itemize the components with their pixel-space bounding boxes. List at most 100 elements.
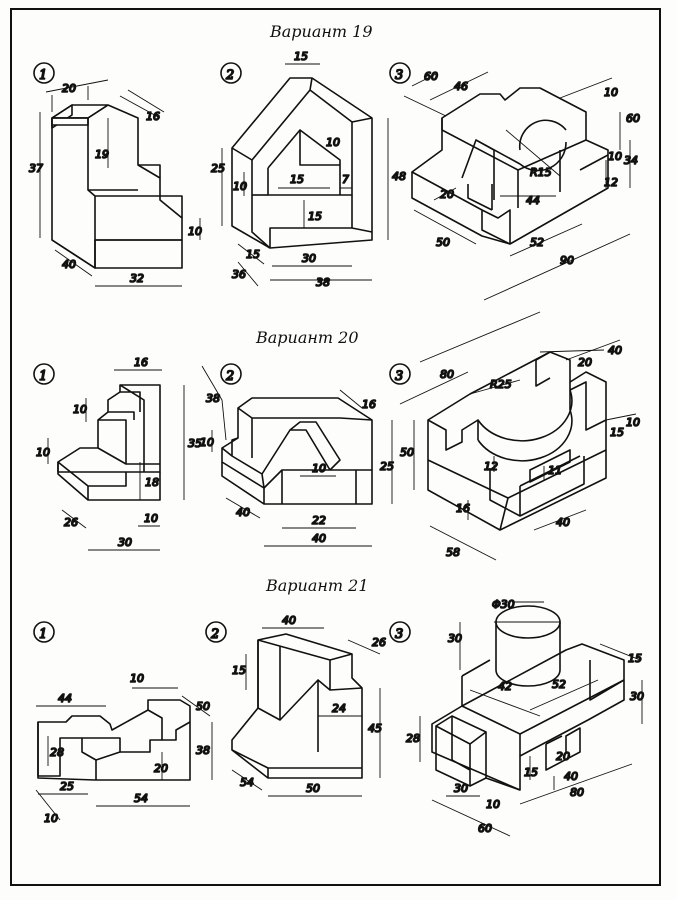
v21-part2-dim-5: 54	[240, 776, 254, 789]
v20-part2-dim-6: 22	[312, 514, 326, 527]
v21-part1-dim-1: 10	[130, 672, 144, 685]
v21-part3-dim-11: 10	[486, 798, 500, 811]
v19-part2-dim-10: 36	[232, 268, 246, 281]
v21-part3-dim-12: 80	[570, 786, 584, 799]
v20-part3-dim-9: 16	[456, 502, 470, 515]
v21-part2-number: 2	[210, 627, 219, 642]
v19-part1-dim-5: 40	[62, 258, 76, 271]
v19-part2-dim-9: 15	[246, 248, 260, 261]
v20-part1-number-circle	[33, 363, 55, 385]
v19-part2-dim-11: 38	[316, 276, 330, 289]
v21-part3-dim-5: 30	[630, 690, 644, 703]
v19-part1-dim-2: 19	[95, 148, 109, 161]
v19-part3-dim-2: 10	[604, 86, 618, 99]
v20-part1-dim-0: 16	[134, 356, 148, 369]
v19-part1-dim-3: 37	[29, 162, 43, 175]
v20-part3-dim-3: 40	[608, 344, 622, 357]
v21-part1-dim-6: 25	[60, 780, 74, 793]
v20-part2-dim-5: 40	[236, 506, 250, 519]
v19-part1-dim-0: 20	[62, 82, 76, 95]
v21-part2-dim-6: 50	[306, 782, 320, 795]
v20-part2-drawing	[201, 363, 393, 547]
v21-part3-drawing	[389, 601, 643, 837]
v19-part3-dim-0: 60	[424, 70, 438, 83]
v21-part1-drawing	[33, 621, 213, 821]
v21-part3-dim-1: 30	[448, 632, 462, 645]
v20-part3-dim-2: 20	[578, 356, 592, 369]
v20-part3-dim-8: 11	[548, 464, 562, 477]
v19-part2-dim-7: 15	[308, 210, 322, 223]
v19-part1-number: 1	[39, 68, 47, 83]
v21-part3-dim-4: 52	[552, 678, 566, 691]
v20-part1-number: 1	[39, 369, 47, 384]
v19-part3-dim-12: 90	[560, 254, 574, 267]
v20-part3-number: 3	[395, 369, 403, 384]
v20-part2-number: 2	[225, 369, 234, 384]
v20-part2-dim-7: 40	[312, 532, 326, 545]
v19-part2-dim-2: 25	[211, 162, 225, 175]
v19-part1-number-circle	[33, 62, 55, 84]
v21-part2-dim-3: 24	[332, 702, 346, 715]
v21-part3-dim-7: 15	[524, 766, 538, 779]
v21-part3-dim-6: 28	[406, 732, 420, 745]
variant-19-title: Вариант 19	[270, 22, 373, 41]
v21-part1-number: 1	[39, 627, 47, 642]
v21-part1-dim-2: 50	[196, 700, 210, 713]
v20-part3-dim-4: 50	[400, 446, 414, 459]
v20-part1-dim-5: 26	[64, 516, 78, 529]
v19-part1-dim-1: 16	[146, 110, 160, 123]
v20-part3-dim-11: 40	[556, 516, 570, 529]
v21-part1-number-circle	[33, 621, 55, 643]
v20-part1-dim-3: 35	[188, 437, 202, 450]
v21-part3-dim-8: 20	[556, 750, 570, 763]
v19-part2-number-circle	[220, 62, 242, 84]
v21-part3-dim-0: Φ30	[492, 598, 515, 611]
v20-part3-drawing	[389, 311, 637, 561]
v21-part3-dim-9: 40	[564, 770, 578, 783]
v21-part3-dim-10: 30	[454, 782, 468, 795]
v21-part1-dim-4: 38	[196, 744, 210, 757]
v19-part3-drawing	[389, 62, 631, 301]
v19-part2-dim-3: 10	[233, 180, 247, 193]
v19-part2-dim-1: 10	[326, 136, 340, 149]
v19-part2-number: 2	[225, 68, 234, 83]
v19-part3-dim-1: 46	[454, 80, 468, 93]
v19-part1-dim-4: 10	[188, 225, 202, 238]
v20-part3-dim-6: 15	[610, 426, 624, 439]
v19-part3-dim-7: 12	[604, 176, 618, 189]
v19-part2-dim-0: 15	[294, 50, 308, 63]
v20-part3-dim-7: 12	[484, 460, 498, 473]
v19-part3-dim-6: 10	[608, 150, 622, 163]
v20-part1-drawing	[33, 363, 185, 551]
v20-part1-dim-4: 18	[145, 476, 159, 489]
v20-part3-dim-10: 58	[446, 546, 460, 559]
v20-part1-dim-1: 10	[73, 403, 87, 416]
v20-part3-number-circle	[389, 363, 411, 385]
variant-21-title: Вариант 21	[266, 576, 369, 595]
v19-part3-number-circle	[389, 62, 411, 84]
v19-part3-dim-9: 20	[440, 188, 454, 201]
v20-part2-dim-2: 10	[200, 436, 214, 449]
v21-part2-number-circle	[205, 621, 227, 643]
v19-part3-dim-8: 44	[526, 194, 540, 207]
v19-part3-dim-3: 60	[626, 112, 640, 125]
v21-part2-dim-1: 26	[372, 636, 386, 649]
v21-part2-dim-2: 15	[232, 664, 246, 677]
v19-part3-dim-5: 34	[624, 154, 638, 167]
v20-part3-dim-5: 10	[626, 416, 640, 429]
v21-part2-dim-4: 45	[368, 722, 382, 735]
v19-part2-drawing	[220, 62, 389, 287]
v19-part2-dim-5: 7	[342, 173, 349, 186]
v20-part2-dim-3: 25	[380, 460, 394, 473]
v20-part3-dim-1: R25	[490, 378, 512, 391]
v19-part3-dim-10: 52	[530, 236, 544, 249]
v21-part3-dim-3: 42	[498, 680, 512, 693]
v19-part3-dim-11: 50	[436, 236, 450, 249]
v20-part3-dim-0: 80	[440, 368, 454, 381]
v21-part2-drawing	[205, 621, 381, 797]
v19-part3-number: 3	[395, 68, 403, 83]
v20-part2-number-circle	[220, 363, 242, 385]
v21-part2-dim-0: 40	[282, 614, 296, 627]
